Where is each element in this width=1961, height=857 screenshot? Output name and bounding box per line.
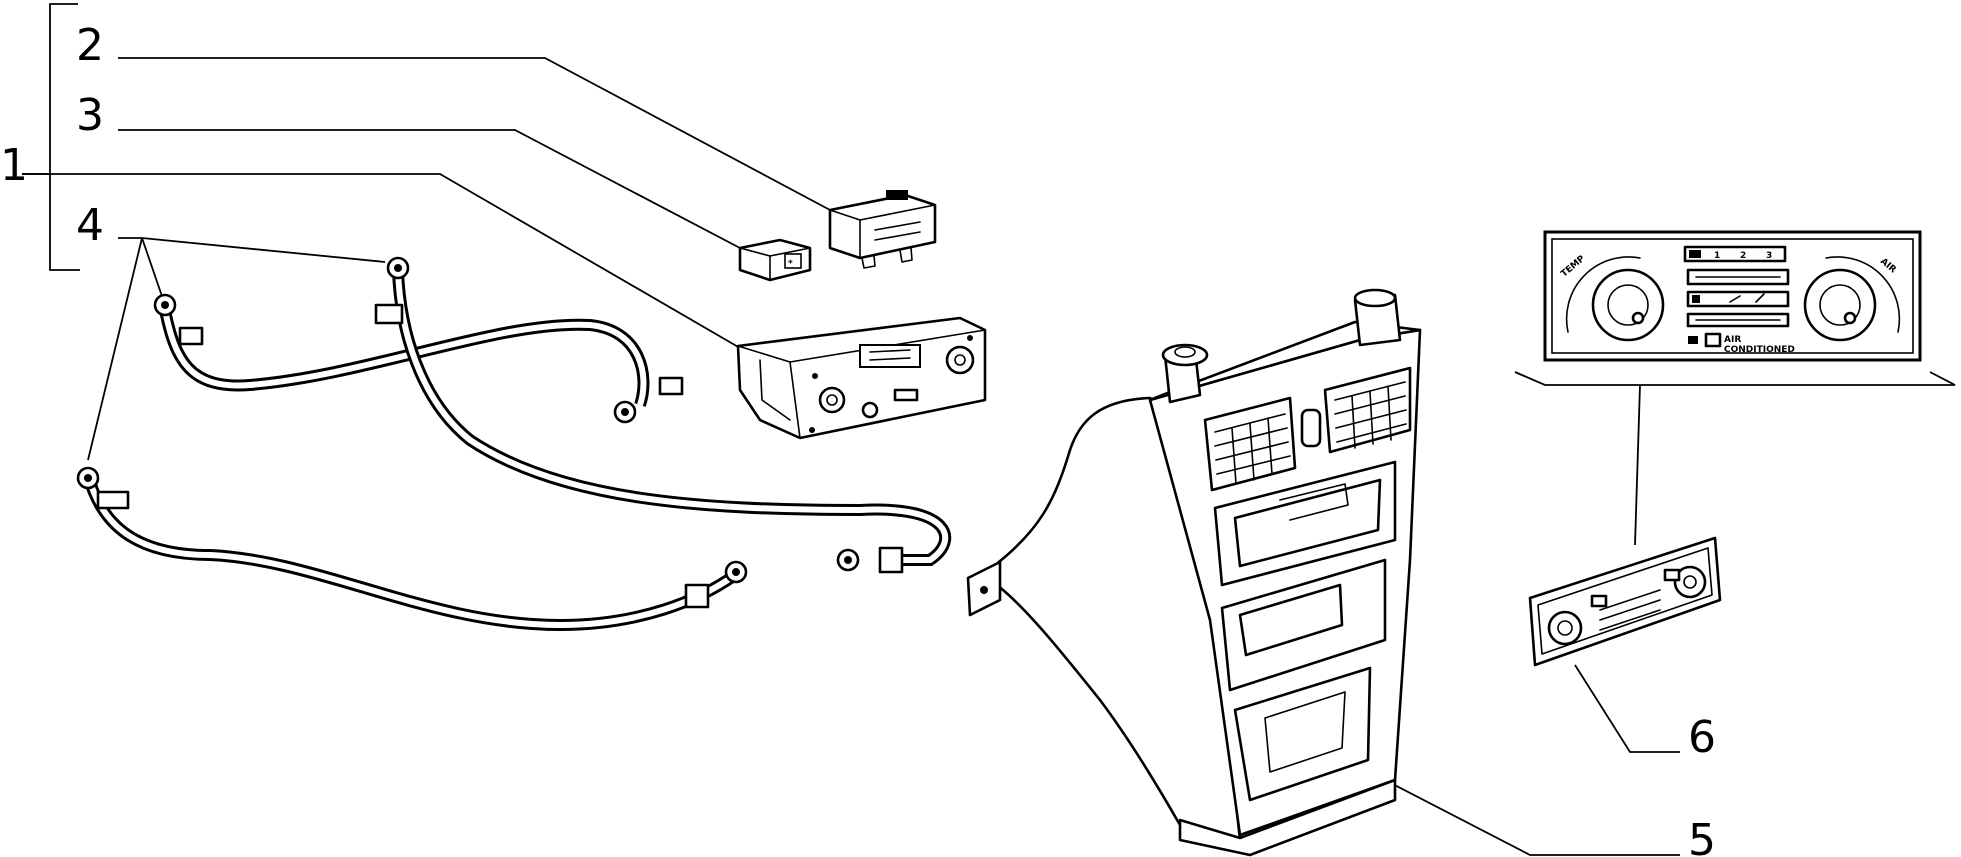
control-cables-part-4 [76, 256, 952, 632]
centre-console-part-5 [966, 288, 1422, 857]
panel-face-detail: TEMP AIR 1 2 3 AIR CONDITIONED [1543, 230, 1922, 362]
air-conditioned-line2: CONDITIONED [1724, 345, 1795, 355]
cable-eyelet [684, 560, 748, 609]
callout-3: 3 [76, 90, 104, 141]
cable-eyelet [374, 256, 410, 325]
fan-speed-1: 1 [1714, 251, 1720, 261]
cable-eyelet [153, 293, 204, 346]
cable-eyelet [613, 376, 684, 424]
callout-2: 2 [76, 20, 104, 71]
callout-4: 4 [76, 200, 104, 251]
leader-lines [22, 57, 1956, 856]
assembly-bracket [22, 3, 80, 271]
fan-speed-2: 2 [1740, 251, 1746, 261]
callout-1: 1 [0, 140, 28, 191]
svg-text:*: * [788, 259, 793, 269]
vent-grille [1214, 381, 1407, 485]
cable-eyelet [76, 466, 130, 510]
air-conditioned-line1: AIR [1724, 335, 1741, 345]
callout-6: 6 [1688, 712, 1716, 763]
control-bezel-part-6 [1528, 536, 1722, 667]
button-part-3: * [738, 238, 812, 282]
fan-speed-3: 3 [1766, 251, 1772, 261]
switch-part-2 [828, 190, 937, 269]
control-panel-part-1 [736, 316, 987, 440]
cable-eyelet [836, 546, 904, 574]
callout-5: 5 [1688, 815, 1716, 857]
